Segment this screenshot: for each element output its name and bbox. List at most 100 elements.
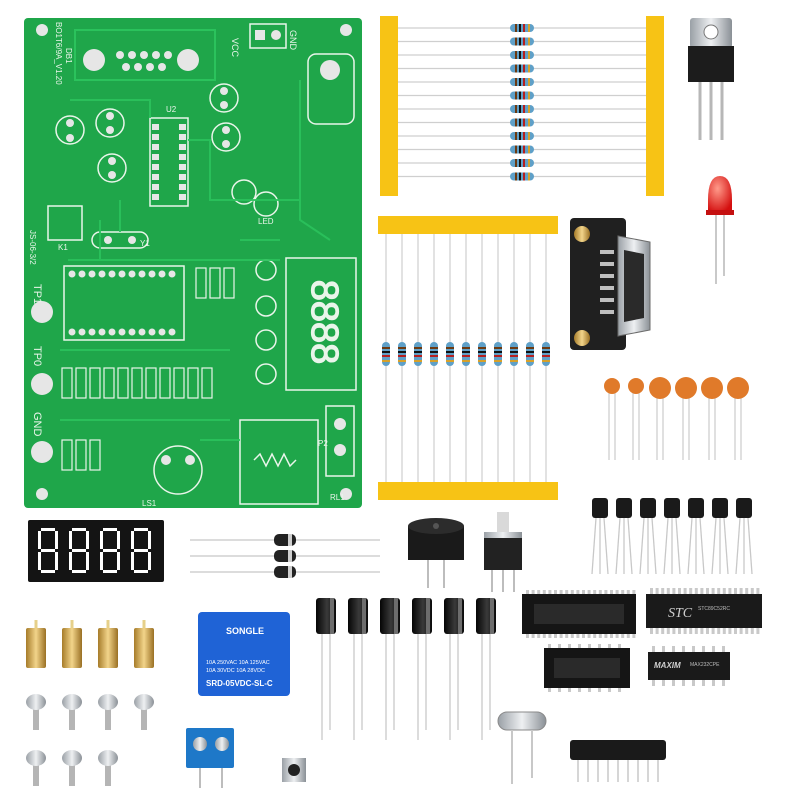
max-brand: MAXIM: [654, 661, 681, 670]
taped-resistor: [510, 172, 534, 181]
silk-p2: P2: [318, 439, 328, 448]
taped-resistor: [510, 64, 534, 73]
taped-resistor: [430, 342, 438, 366]
pcb-db9-footprint: [74, 29, 216, 81]
brass-standoff: [62, 628, 82, 668]
pcb-mounting-holes: [36, 24, 352, 500]
silk-db1: DB1: [64, 48, 73, 64]
ceramic-capacitor: [628, 378, 644, 394]
silk-y1: Y1: [140, 239, 150, 248]
ceramic-capacitors: [604, 377, 749, 460]
taped-resistor: [494, 342, 502, 366]
pcb-u1-footprint: [63, 265, 185, 341]
screw: [134, 694, 154, 710]
screw: [26, 750, 46, 766]
silk-tp1: TP1: [31, 284, 43, 304]
crystal-oscillator: [497, 711, 547, 784]
taped-resistor: [510, 78, 534, 86]
brass-standoff: [134, 628, 154, 668]
stc-brand: STC: [668, 606, 693, 621]
silk-version: BO1T6/9A_V1.20: [54, 22, 63, 85]
display-digit: [69, 528, 89, 573]
screw: [62, 750, 82, 766]
taped-resistor: [382, 342, 390, 366]
transistors: [591, 498, 753, 575]
silk-tp0: TP0: [31, 346, 43, 366]
pcb-u2-footprint: [149, 117, 189, 207]
ceramic-capacitor: [649, 377, 671, 399]
relay-model: SRD-05VDC-SL-C: [206, 679, 273, 688]
screw-terminal: [186, 728, 234, 788]
screw: [26, 694, 46, 710]
voltage-regulator: [688, 18, 734, 140]
resistor-network: [570, 740, 666, 782]
stc-microcontroller: STC STC89C52RC: [646, 588, 762, 634]
diodes: [190, 534, 380, 578]
screw: [98, 750, 118, 766]
silk-vcc: VCC: [230, 38, 240, 58]
ic-socket-16pin: [544, 644, 630, 692]
taped-resistor: [398, 342, 406, 366]
screw: [62, 694, 82, 710]
silk-k1: K1: [58, 243, 68, 252]
transistor: [640, 498, 656, 518]
screw: [98, 694, 118, 710]
pcb-silkscreen: VCC GND BO1T6/9A_V1.20 DB1 U2 Y1 K1 LS1 …: [28, 22, 345, 508]
taped-resistor: [414, 342, 422, 366]
taped-resistor: [526, 342, 534, 366]
brass-standoff: [98, 628, 118, 668]
silk-gnd-side: GND: [31, 412, 43, 437]
ceramic-capacitor: [701, 377, 723, 399]
pcb-display-footprint: 8888: [285, 257, 357, 391]
taped-resistor: [510, 342, 518, 366]
pcb-resistor-footprints: [61, 267, 235, 471]
taped-resistor: [462, 342, 470, 366]
pcb-board: 8888 VCC GND BO1T6/9A_V1.20 DB1 U2: [24, 18, 362, 508]
taped-resistor: [510, 118, 534, 127]
seven-segment-display: [28, 520, 164, 582]
red-led: [706, 176, 734, 284]
electrolytic-capacitors: [316, 598, 496, 740]
silk-u2: U2: [166, 105, 177, 114]
taped-resistor: [510, 145, 534, 154]
push-switch: [484, 512, 522, 592]
silk-version-code: JS-06-3/2: [28, 230, 37, 265]
ceramic-capacitor: [604, 378, 620, 394]
brass-standoffs: [26, 620, 154, 668]
silk-ls1: LS1: [142, 499, 157, 508]
taped-resistor: [510, 37, 534, 46]
stc-part: STC89C52RC: [698, 606, 730, 612]
brass-standoff: [26, 628, 46, 668]
ceramic-capacitor: [675, 377, 697, 399]
silk-led: LED: [258, 217, 274, 226]
max-part: MAX232CPE: [690, 662, 720, 668]
ceramic-capacitor: [727, 377, 749, 399]
relay: SONGLE 10A 250VAC 10A 125VAC 10A 30VDC 1…: [198, 612, 290, 696]
transistor: [664, 498, 680, 518]
taped-resistor: [446, 342, 454, 366]
max232-chip: MAXIM MAX232CPE: [648, 646, 730, 686]
relay-brand: SONGLE: [226, 626, 264, 636]
svg-text:8888: 8888: [303, 280, 345, 365]
taped-resistor: [510, 105, 534, 113]
db9-connector: [570, 218, 651, 350]
taped-resistor: [510, 51, 534, 59]
tactile-button: [282, 758, 306, 782]
taped-resistors-top: [380, 16, 664, 196]
display-digit: [131, 528, 151, 573]
taped-resistor: [510, 132, 534, 140]
display-digit: [100, 528, 120, 573]
silk-gnd: GND: [288, 30, 298, 51]
relay-rating-2: 10A 30VDC 10A 28VDC: [206, 668, 265, 674]
transistor: [736, 498, 752, 518]
taped-resistor: [510, 24, 534, 32]
taped-resistors-vertical: [378, 216, 558, 500]
transistor: [688, 498, 704, 518]
buzzer: [408, 518, 464, 588]
transistor: [712, 498, 728, 518]
ic-socket-40pin: [522, 590, 636, 638]
taped-resistor: [542, 342, 550, 366]
transistor: [616, 498, 632, 518]
relay-rating-1: 10A 250VAC 10A 125VAC: [206, 660, 270, 666]
